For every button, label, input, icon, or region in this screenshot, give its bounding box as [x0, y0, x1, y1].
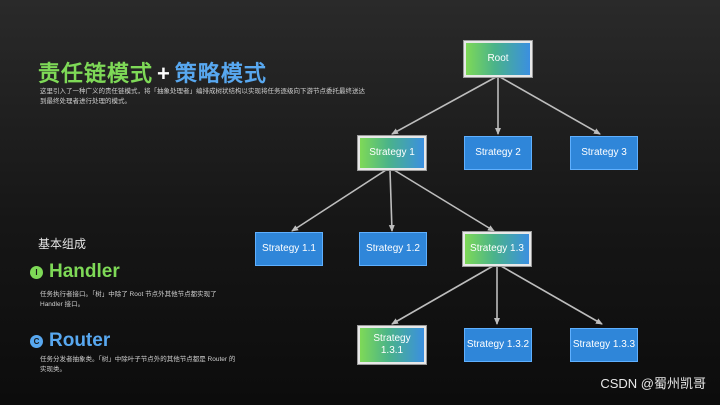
edge-s1-s13	[393, 169, 495, 232]
node-strategy-1-1: Strategy 1.1	[255, 232, 323, 266]
node-strategy-1-3-2: Strategy 1.3.2	[464, 328, 532, 362]
edge-s13-s131	[391, 265, 494, 325]
router-heading: C Router	[30, 330, 110, 352]
node-strategy-1-3-3: Strategy 1.3.3	[570, 328, 638, 362]
edge-root-s1	[391, 76, 497, 135]
edge-root-s3	[499, 76, 601, 135]
node-root: Root	[463, 40, 533, 78]
node-strategy-1-3: Strategy 1.3	[462, 231, 532, 267]
interface-badge-icon: I	[30, 265, 43, 279]
intro-description: 这里引入了一种广义的责任链模式，将「抽象处理者」编排成树状结构以实现将任务逐级向…	[40, 88, 365, 105]
title-plus: +	[157, 61, 171, 86]
handler-heading: I Handler	[30, 261, 120, 283]
edge-s1-s12	[388, 169, 395, 232]
edge-s1-s11	[291, 169, 387, 232]
handler-name: Handler	[49, 261, 120, 282]
watermark: CSDN @蜀州凯哥	[600, 376, 706, 391]
handler-description: 任务执行者接口。「树」中除了 Root 节点外其他节点都实现了 Handler …	[40, 291, 217, 308]
node-strategy-1: Strategy 1	[357, 135, 427, 171]
node-strategy-3: Strategy 3	[570, 136, 638, 170]
router-name: Router	[49, 330, 111, 351]
edge-s13-s133	[500, 265, 603, 325]
title-part-strategy: 策略模式	[174, 61, 267, 86]
title-part-chain: 责任链模式	[38, 61, 154, 86]
node-strategy-2: Strategy 2	[464, 136, 532, 170]
router-description: 任务分发者抽象类。「树」中除叶子节点外的其他节点都是 Router 的实现类。	[40, 356, 236, 373]
page-title: 责任链模式+策略模式	[38, 56, 267, 88]
section-title: 基本组成	[38, 237, 87, 251]
node-strategy-1-2: Strategy 1.2	[359, 232, 427, 266]
node-strategy-1-3-1: Strategy 1.3.1	[357, 325, 427, 365]
class-badge-icon: C	[30, 334, 43, 348]
